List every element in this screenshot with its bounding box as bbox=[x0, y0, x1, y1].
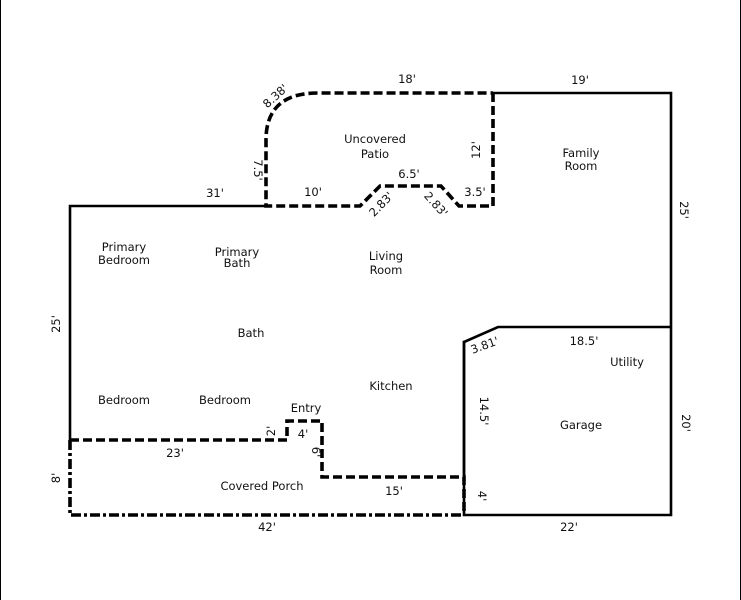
room-kitchen: Kitchen bbox=[369, 379, 412, 393]
dim-garage-left: 14.5' bbox=[477, 397, 491, 426]
family-room-walls bbox=[462, 91, 673, 517]
dim-porch-left: 8' bbox=[49, 473, 63, 483]
room-primary-bedroom-l2: Bedroom bbox=[98, 253, 150, 267]
room-uncovered-patio-l1: Uncovered bbox=[344, 132, 406, 146]
dim-entry-depth: 6' bbox=[309, 447, 323, 457]
room-bedroom-1: Bedroom bbox=[98, 393, 150, 407]
dim-house-left: 25' bbox=[49, 315, 63, 333]
dim-garage-right: 20' bbox=[679, 414, 693, 432]
dim-porch-top: 23' bbox=[166, 446, 184, 460]
house-main-walls bbox=[68, 204, 268, 442]
dim-family-top: 19' bbox=[571, 73, 589, 87]
dim-garage-top: 18.5' bbox=[570, 334, 599, 348]
room-living-room-l1: Living bbox=[369, 249, 403, 263]
dim-patio-right: 12' bbox=[469, 141, 483, 159]
dim-patio-bottom-left: 10' bbox=[304, 185, 322, 199]
dim-house-top-left: 31' bbox=[206, 186, 224, 200]
dim-notch-left-diag: 2.83' bbox=[366, 189, 396, 219]
covered-porch-outline bbox=[68, 440, 464, 517]
dim-family-right: 25' bbox=[677, 201, 691, 219]
dim-garage-bottom: 22' bbox=[560, 520, 578, 534]
room-primary-bath-l2: Bath bbox=[224, 256, 251, 270]
dim-patio-notch-top: 6.5' bbox=[398, 167, 419, 181]
dim-patio-left: 7.5' bbox=[251, 159, 265, 180]
dim-porch-right-side: 4' bbox=[475, 491, 489, 501]
room-living-room-l2: Room bbox=[370, 263, 403, 277]
dim-patio-top: 18' bbox=[398, 72, 416, 86]
room-bath: Bath bbox=[238, 326, 265, 340]
room-covered-porch: Covered Porch bbox=[220, 479, 303, 493]
dim-overall-bottom: 42' bbox=[258, 520, 276, 534]
dim-entry-width: 4' bbox=[298, 427, 308, 441]
room-family-room-l1: Family bbox=[562, 146, 599, 160]
room-family-room-l2: Room bbox=[565, 159, 598, 173]
room-utility: Utility bbox=[610, 355, 644, 369]
dim-patio-bottom-right: 3.5' bbox=[464, 185, 485, 199]
room-bedroom-2: Bedroom bbox=[199, 393, 251, 407]
room-entry: Entry bbox=[291, 401, 322, 415]
room-primary-bedroom-l1: Primary bbox=[102, 240, 147, 254]
porch-entry-outline bbox=[70, 419, 466, 515]
dim-entry-step: 2' bbox=[264, 426, 278, 436]
room-primary-bath-l1: Primary bbox=[215, 245, 260, 259]
dim-porch-right-top: 15' bbox=[385, 484, 403, 498]
room-uncovered-patio-l2: Patio bbox=[361, 147, 389, 161]
room-garage: Garage bbox=[560, 418, 602, 432]
